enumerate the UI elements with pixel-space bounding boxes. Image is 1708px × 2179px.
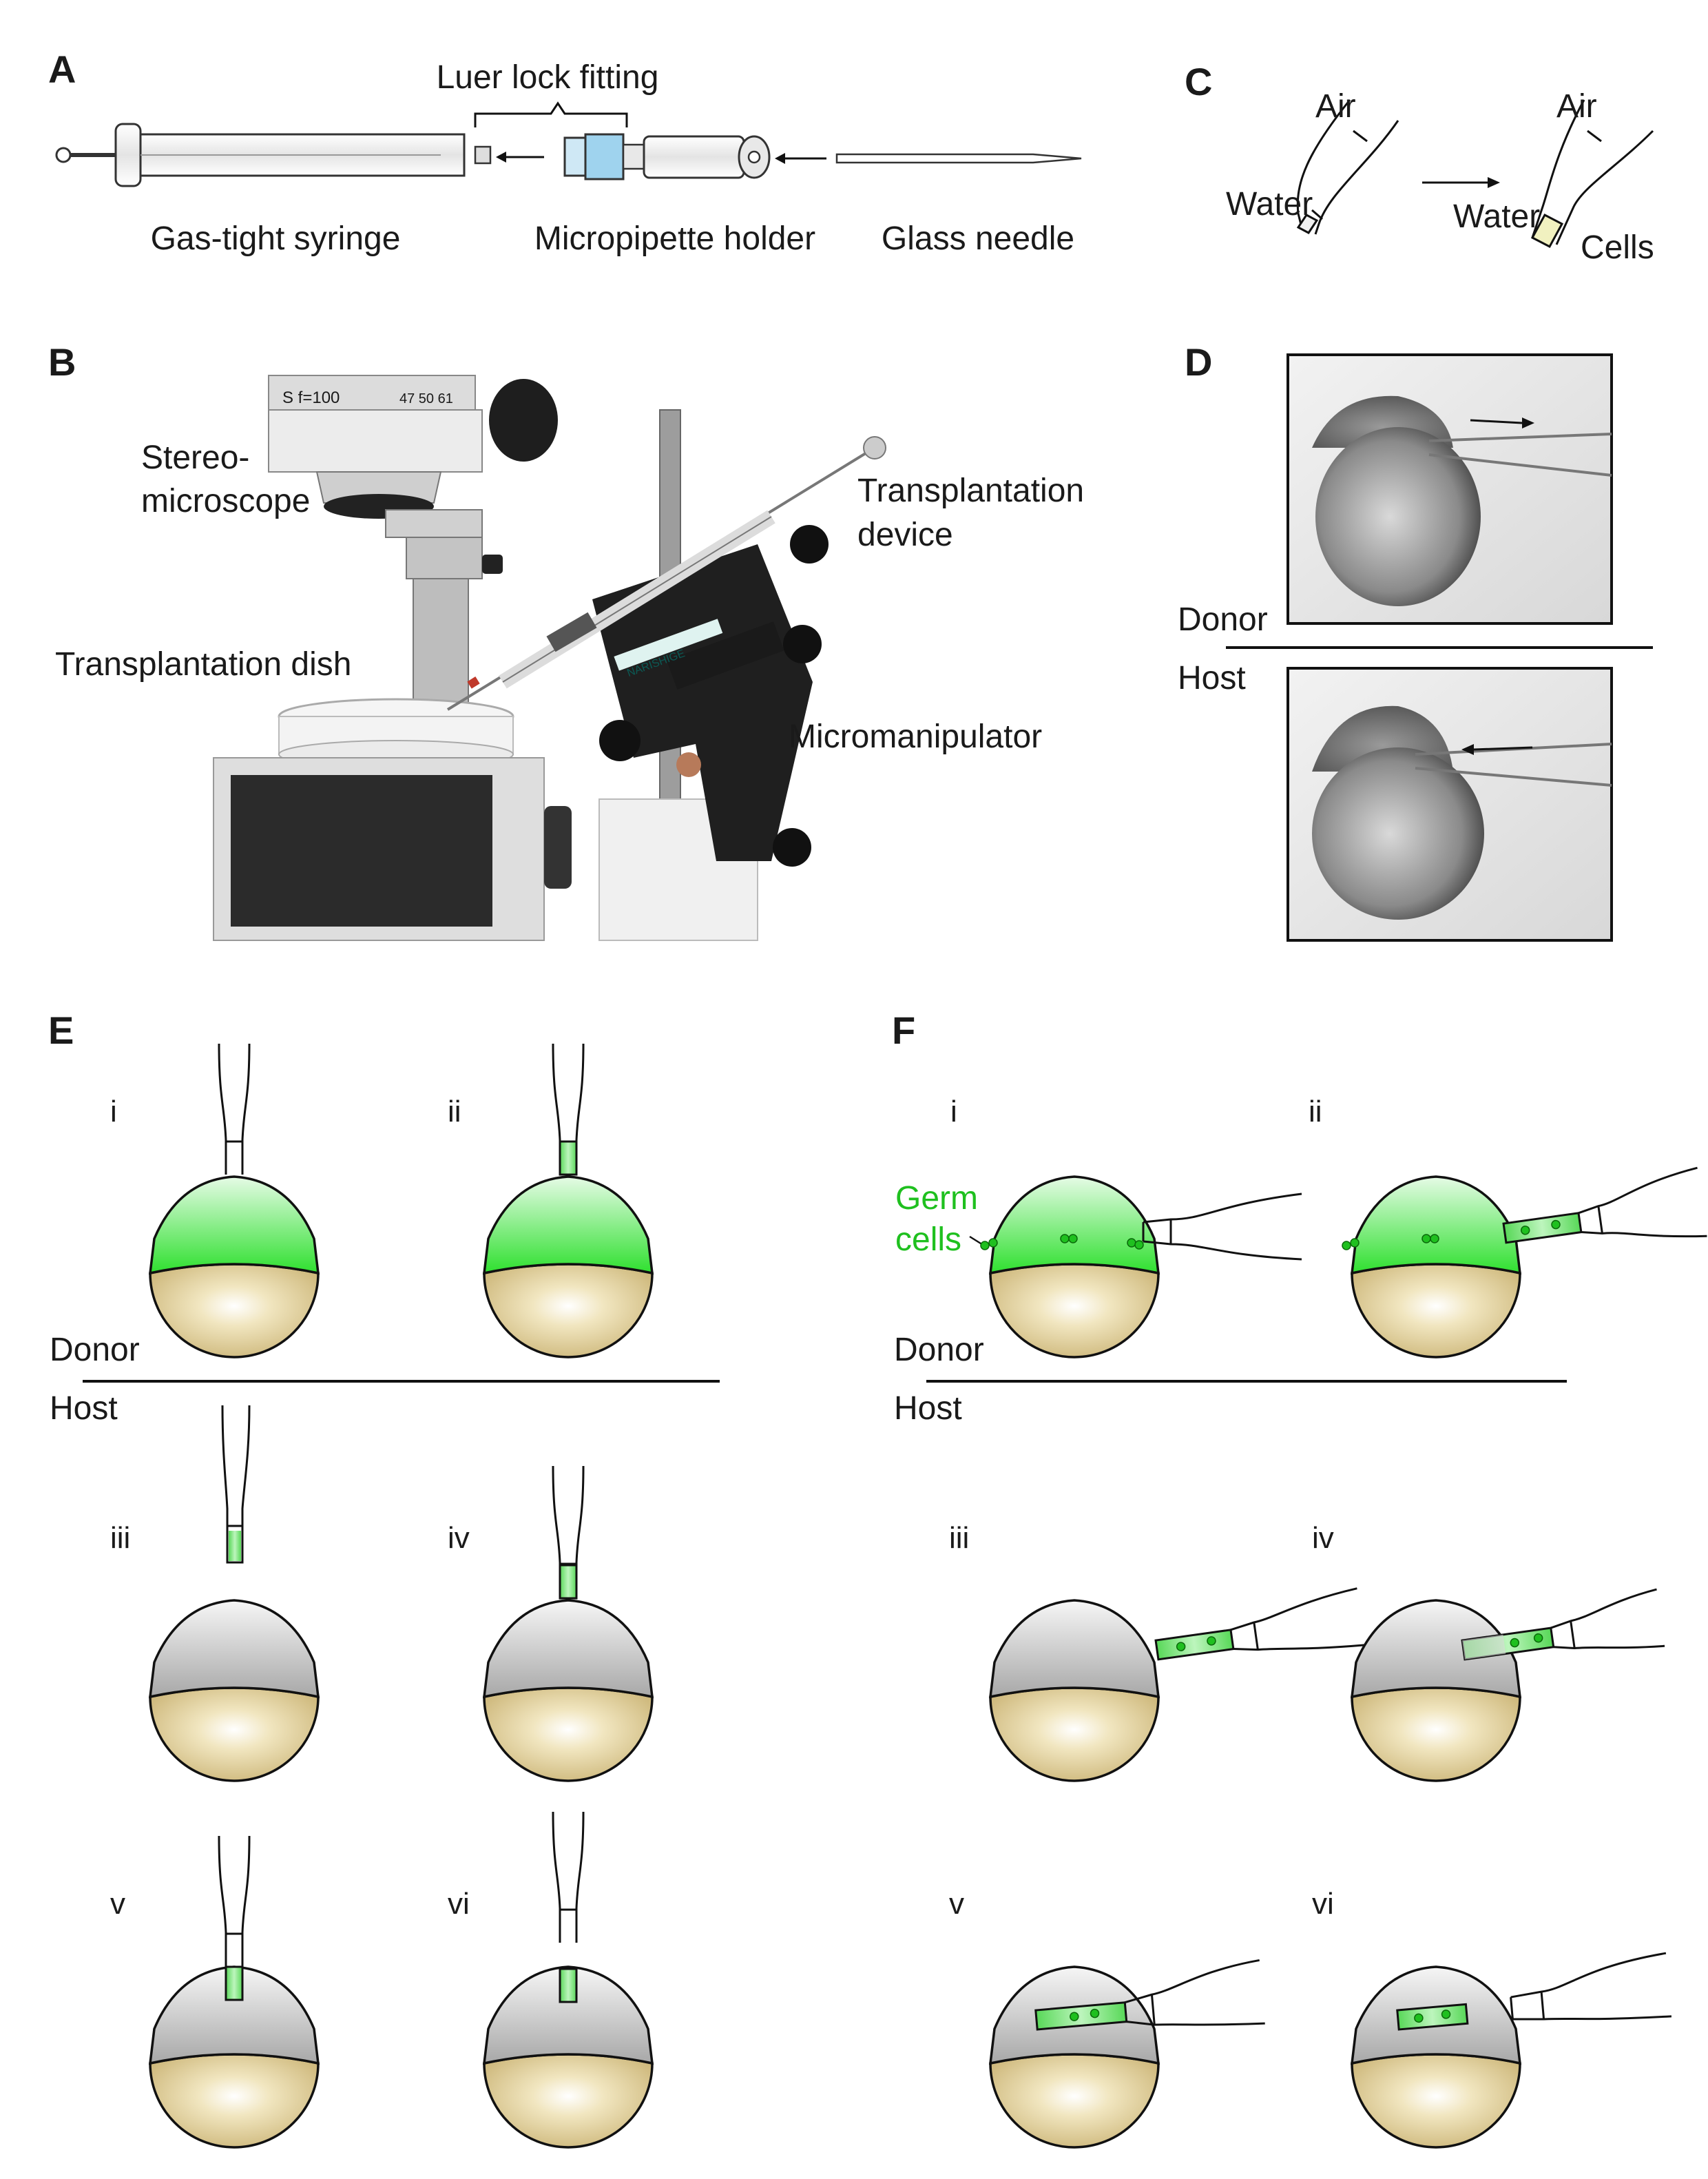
gas-tight-syringe	[55, 123, 492, 187]
donor-micrograph	[1287, 353, 1613, 625]
step-e-v: v	[110, 1887, 125, 1921]
micromanipulator-label: Micromanipulator	[789, 719, 1042, 755]
device-label-2: device	[857, 517, 953, 553]
dish-label: Transplantation dish	[55, 646, 351, 683]
donor-label-e: Donor	[50, 1332, 140, 1368]
luer-lock-label-group: Luer lock fitting	[437, 59, 659, 127]
micropipette-holder	[563, 133, 771, 180]
germ-cells-label-1: Germ	[895, 1180, 978, 1217]
device-label-1: Transplantation	[857, 473, 1084, 509]
embryo-f-vi	[1351, 1952, 1671, 2149]
panel-label-e: E	[48, 1009, 74, 1052]
host-label-d: Host	[1178, 660, 1246, 696]
embryo-f-iv	[1351, 1588, 1665, 1782]
step-f-i: i	[950, 1095, 957, 1128]
step-e-iv: iv	[448, 1521, 470, 1555]
needle-label: Glass needle	[882, 220, 1074, 257]
embryo-f-i	[980, 1175, 1303, 1359]
syringe-label: Gas-tight syringe	[151, 220, 401, 257]
panel-label-a: A	[48, 48, 76, 91]
embryo-f-v	[989, 1959, 1265, 2149]
germ-cells-label-2: cells	[895, 1221, 961, 1258]
step-e-ii: ii	[448, 1095, 461, 1128]
embryo-e-i	[149, 1042, 320, 1359]
water-label-right: Water	[1453, 198, 1540, 235]
panel-label-c: C	[1185, 60, 1212, 103]
step-f-vi: vi	[1312, 1887, 1334, 1921]
scope-marking: S f=100	[282, 389, 340, 407]
needle-c-left	[1296, 99, 1399, 235]
air-label-left: Air	[1315, 88, 1356, 125]
cells-label: Cells	[1581, 229, 1654, 266]
scope-numbers: 47 50 61	[399, 391, 453, 406]
holder-label: Micropipette holder	[534, 220, 815, 257]
embryo-e-ii	[483, 1042, 654, 1359]
air-label-right: Air	[1556, 88, 1597, 125]
microscope-label-1: Stereo-	[141, 440, 249, 476]
luer-lock-bracket	[474, 101, 628, 127]
arrow-to-holder	[775, 153, 826, 164]
host-micrograph	[1287, 667, 1613, 942]
host-label-e: Host	[50, 1390, 118, 1427]
panel-label-f: F	[892, 1009, 915, 1052]
donor-label-d: Donor	[1178, 601, 1268, 638]
embryo-e-v	[149, 1835, 320, 2149]
arrow-c	[1422, 177, 1500, 188]
embryo-f-iii	[989, 1587, 1366, 1782]
step-f-v: v	[949, 1887, 964, 1921]
step-f-ii: ii	[1309, 1095, 1322, 1128]
microscope-label-2: microscope	[141, 483, 310, 519]
panel-label-d: D	[1185, 340, 1212, 384]
step-f-iv: iv	[1312, 1521, 1334, 1555]
step-f-iii: iii	[949, 1521, 969, 1555]
host-label-f: Host	[894, 1390, 962, 1427]
glass-needle	[835, 153, 1082, 164]
step-e-iii: iii	[110, 1521, 130, 1555]
needle-c-right	[1530, 99, 1654, 249]
panel-label-b: B	[48, 340, 76, 384]
embryo-f-ii	[1342, 1166, 1707, 1359]
setup-photo: S f=100 47 50 61 NARISHIGE	[213, 375, 886, 941]
arrow-to-syringe	[496, 152, 544, 163]
embryo-e-vi	[483, 1810, 654, 2149]
water-label-left: Water	[1226, 186, 1313, 223]
donor-label-f: Donor	[894, 1332, 984, 1368]
step-e-vi: vi	[448, 1887, 470, 1921]
luer-lock-label: Luer lock fitting	[437, 59, 659, 96]
embryo-e-iv	[483, 1465, 654, 1782]
embryo-e-iii	[149, 1405, 320, 1782]
step-e-i: i	[110, 1095, 117, 1128]
